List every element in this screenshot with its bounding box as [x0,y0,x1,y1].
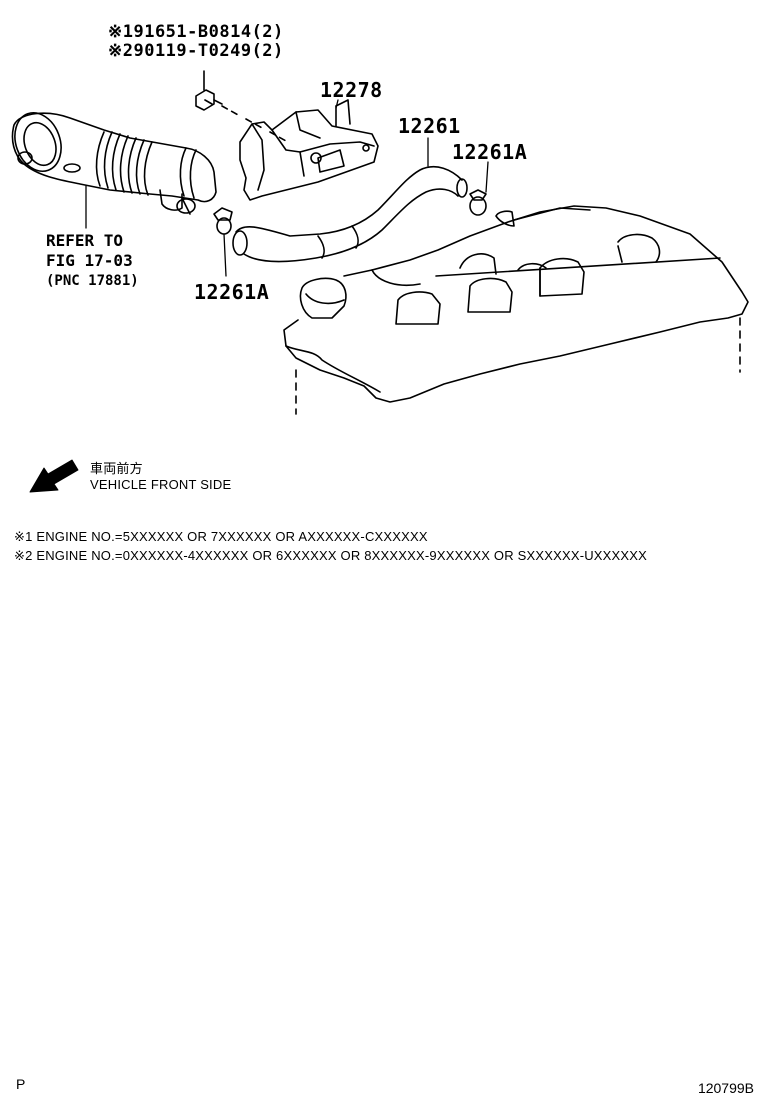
intake-connector-hose [11,112,217,215]
clamp-upper [469,189,487,216]
clamp-lower-part-number: 12261A [194,280,270,304]
refer-line-3: (PNC 17881) [46,273,139,289]
refer-line-2: FIG 17-03 [46,251,133,270]
direction-label-japanese: 車両前方 [90,462,143,477]
clamp-upper-part-number: 12261A [452,140,528,164]
engine-note-2: ※2 ENGINE NO.=0XXXXXX-4XXXXXX OR 6XXXXXX… [14,548,648,563]
bolt-part-number-1: ※191651-B0814(2) [108,22,284,42]
hose-part-number: 12261 [398,114,461,138]
refer-line-1: REFER TO [46,231,124,250]
clamp-lower [213,207,233,235]
engine-note-1: ※1 ENGINE NO.=5XXXXXX OR 7XXXXXX OR AXXX… [14,529,428,544]
bolt-part-number-2: ※290119-T0249(2) [108,41,284,61]
bracket [239,99,379,201]
figure-id: 120799B [697,1080,754,1096]
page-marker: P [16,1076,26,1092]
arrow-down-left-icon [29,459,79,493]
leader-lines [85,99,489,277]
direction-label-english: VEHICLE FRONT SIDE [90,477,232,492]
engine-head-cover [283,205,749,415]
ventilation-hose [232,165,468,263]
bracket-part-number: 12278 [320,78,383,102]
